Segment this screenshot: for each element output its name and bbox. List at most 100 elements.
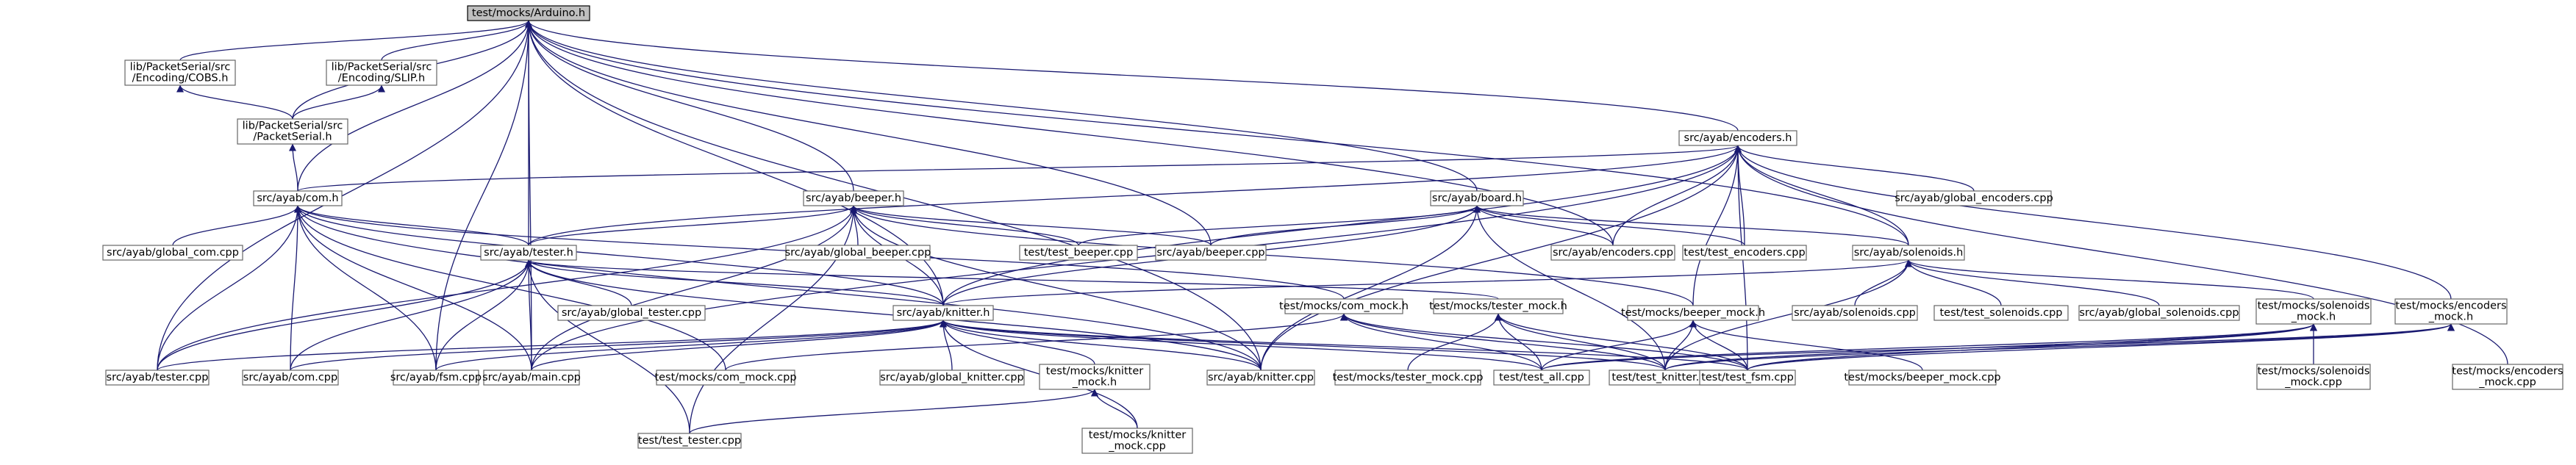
nodes-layer: test/mocks/Arduino.h lib/PacketSerial/src… <box>102 5 2564 454</box>
edge-test_all-to-beeper_mock_h <box>1541 320 1697 371</box>
node-beeper-cpp[interactable]: src/ayab/beeper.cpp <box>1155 245 1267 261</box>
node-global-solenoids[interactable]: src/ayab/global_solenoids.cpp <box>2078 305 2240 321</box>
node-box <box>467 5 590 21</box>
node-tester-cpp[interactable]: src/ayab/tester.cpp <box>105 370 210 386</box>
node-test-beeper[interactable]: test/test_beeper.cpp <box>1019 245 1138 261</box>
edge-test_knitter-to-solenoids_h <box>1664 259 1912 371</box>
edge-test_encoders-to-board_h <box>1473 205 1745 246</box>
edge-global_com-to-com_h <box>172 205 301 246</box>
node-com-cpp[interactable]: src/ayab/com.cpp <box>242 370 339 386</box>
node-global-tester[interactable]: src/ayab/global_tester.cpp <box>557 305 706 321</box>
node-knitter-mock-cpp[interactable]: test/mocks/knitter_mock.cpp <box>1081 428 1193 454</box>
node-test-solenoids[interactable]: test/test_solenoids.cpp <box>1933 305 2069 321</box>
node-solenoids-h[interactable]: src/ayab/solenoids.h <box>1852 245 1965 261</box>
edge-encoders_cpp-to-encoders_h <box>1612 145 1742 246</box>
node-box <box>892 305 994 321</box>
edge-encoders_mock_cpp-to-encoders_h <box>1734 145 2508 365</box>
node-box <box>242 370 339 386</box>
node-label: _mock.cpp <box>1108 441 1166 453</box>
edge-test_fsm-to-knitter_h <box>940 320 1748 371</box>
node-label: test/mocks/beeper_mock.h <box>1621 307 1765 319</box>
node-board-h[interactable]: src/ayab/board.h <box>1430 190 1524 206</box>
edge-main_cpp-to-beeper_h <box>531 205 857 371</box>
node-box <box>124 60 236 86</box>
node-fsm-cpp[interactable]: src/ayab/fsm.cpp <box>390 370 482 386</box>
node-label: lib/PacketSerial/src <box>243 120 343 132</box>
node-encoders-mock-cpp[interactable]: test/mocks/encoders_mock.cpp <box>2452 364 2564 390</box>
node-beeper-mock-cpp[interactable]: test/mocks/beeper_mock.cpp <box>1844 370 2001 386</box>
edge-solenoids_mock_h-to-solenoids_h <box>1905 259 2314 300</box>
node-test-knitter[interactable]: test/test_knitter.cpp <box>1609 370 1722 386</box>
node-label: src/ayab/tester.cpp <box>107 372 209 383</box>
edge-test_tester-to-tester_h <box>525 259 690 434</box>
node-beeper-mock-h[interactable]: test/mocks/beeper_mock.h <box>1621 305 1765 321</box>
edge-packetserial-to-slip <box>292 84 385 120</box>
node-label: _mock.h <box>2428 311 2473 323</box>
node-box <box>326 60 437 86</box>
node-solenoids-cpp[interactable]: src/ayab/solenoids.cpp <box>1792 305 1918 321</box>
node-box <box>656 370 795 386</box>
node-label: test/mocks/encoders <box>2395 300 2506 312</box>
node-label: src/ayab/global_tester.cpp <box>562 307 701 319</box>
node-knitter-mock-h[interactable]: test/mocks/knitter_mock.h <box>1039 364 1151 390</box>
node-test-fsm[interactable]: test/test_fsm.cpp <box>1699 370 1796 386</box>
edge-tester_h-to-encoders_h <box>528 145 1742 246</box>
node-encoders-cpp[interactable]: src/ayab/encoders.cpp <box>1550 245 1675 261</box>
node-label: test/test_knitter.cpp <box>1611 372 1718 383</box>
node-slip[interactable]: lib/PacketSerial/src/Encoding/SLIP.h <box>326 60 437 86</box>
edge-beeper_cpp-to-arduino <box>525 20 1212 246</box>
node-com-mock-h[interactable]: test/mocks/com_mock.h <box>1279 298 1409 314</box>
node-com-h[interactable]: src/ayab/com.h <box>253 190 343 206</box>
edge-com_mock_cpp-to-com_mock_h <box>725 313 1348 371</box>
node-label: test/test_fsm.cpp <box>1701 372 1794 383</box>
node-label: src/ayab/encoders.h <box>1684 132 1792 144</box>
node-box <box>393 370 479 386</box>
node-global-encoders[interactable]: src/ayab/global_encoders.cpp <box>1895 190 2053 206</box>
node-box <box>1039 364 1151 390</box>
node-global-beeper[interactable]: src/ayab/global_beeper.cpp <box>785 245 931 261</box>
node-encoders-mock-h[interactable]: test/mocks/encoders_mock.h <box>2394 298 2508 325</box>
node-label: src/ayab/knitter.cpp <box>1208 372 1314 383</box>
edge-beeper_h-to-arduino <box>525 20 854 192</box>
node-cobs[interactable]: lib/PacketSerial/src/Encoding/COBS.h <box>124 60 236 86</box>
edge-fsm_cpp-to-com_h <box>294 205 437 371</box>
edge-fsm_cpp-to-knitter_h <box>435 320 947 371</box>
edge-com_h-to-arduino <box>297 20 532 192</box>
node-beeper-h[interactable]: src/ayab/beeper.h <box>803 190 904 206</box>
node-test-encoders[interactable]: test/test_encoders.cpp <box>1682 245 1807 261</box>
node-com-mock-cpp[interactable]: test/mocks/com_mock.cpp <box>654 370 797 386</box>
node-encoders-h[interactable]: src/ayab/encoders.h <box>1678 130 1797 146</box>
node-tester-mock-cpp[interactable]: test/mocks/tester_mock.cpp <box>1333 370 1484 386</box>
node-main-cpp[interactable]: src/ayab/main.cpp <box>482 370 581 386</box>
edge-test_knitter-to-knitter_h <box>940 320 1666 371</box>
node-global-knitter[interactable]: src/ayab/global_knitter.cpp <box>879 370 1025 386</box>
node-global-com[interactable]: src/ayab/global_com.cpp <box>102 245 243 261</box>
node-tester-h[interactable]: src/ayab/tester.h <box>480 245 577 261</box>
node-test-tester[interactable]: test/test_tester.cpp <box>637 433 742 449</box>
edge-com_cpp-to-tester_h <box>290 259 532 371</box>
node-knitter-cpp[interactable]: src/ayab/knitter.cpp <box>1206 370 1315 386</box>
node-label: src/ayab/encoders.cpp <box>1553 247 1673 259</box>
edge-global_solenoids-to-solenoids_h <box>1905 259 2160 306</box>
edge-global_encoders-to-encoders_h <box>1734 145 1975 192</box>
node-label: test/mocks/solenoids <box>2258 300 2370 312</box>
node-label: /Encoding/SLIP.h <box>338 73 425 84</box>
node-solenoids-mock-cpp[interactable]: test/mocks/solenoids_mock.cpp <box>2256 364 2371 390</box>
node-label: test/test_beeper.cpp <box>1024 247 1134 259</box>
node-tester-mock-h[interactable]: test/mocks/tester_mock.h <box>1429 298 1567 314</box>
node-label: lib/PacketSerial/src <box>332 62 432 73</box>
node-arduino[interactable]: test/mocks/Arduino.h <box>467 5 590 21</box>
node-label: src/ayab/main.cpp <box>482 372 581 383</box>
node-box <box>1627 305 1759 321</box>
node-label: src/ayab/com.cpp <box>243 372 337 383</box>
node-test-all[interactable]: test/test_all.cpp <box>1493 370 1590 386</box>
node-label: /PacketSerial.h <box>253 131 332 143</box>
node-packetserial[interactable]: lib/PacketSerial/src/PacketSerial.h <box>237 118 348 145</box>
node-label: src/ayab/global_beeper.cpp <box>785 247 931 259</box>
node-box <box>2256 364 2371 390</box>
edge-encoders_mock_h-to-encoders_h <box>1734 145 2452 300</box>
node-solenoids-mock-h[interactable]: test/mocks/solenoids_mock.h <box>2255 298 2372 325</box>
node-knitter-h[interactable]: src/ayab/knitter.h <box>892 305 994 321</box>
node-box <box>1206 370 1315 386</box>
edge-knitter_h-to-arduino <box>525 20 944 306</box>
